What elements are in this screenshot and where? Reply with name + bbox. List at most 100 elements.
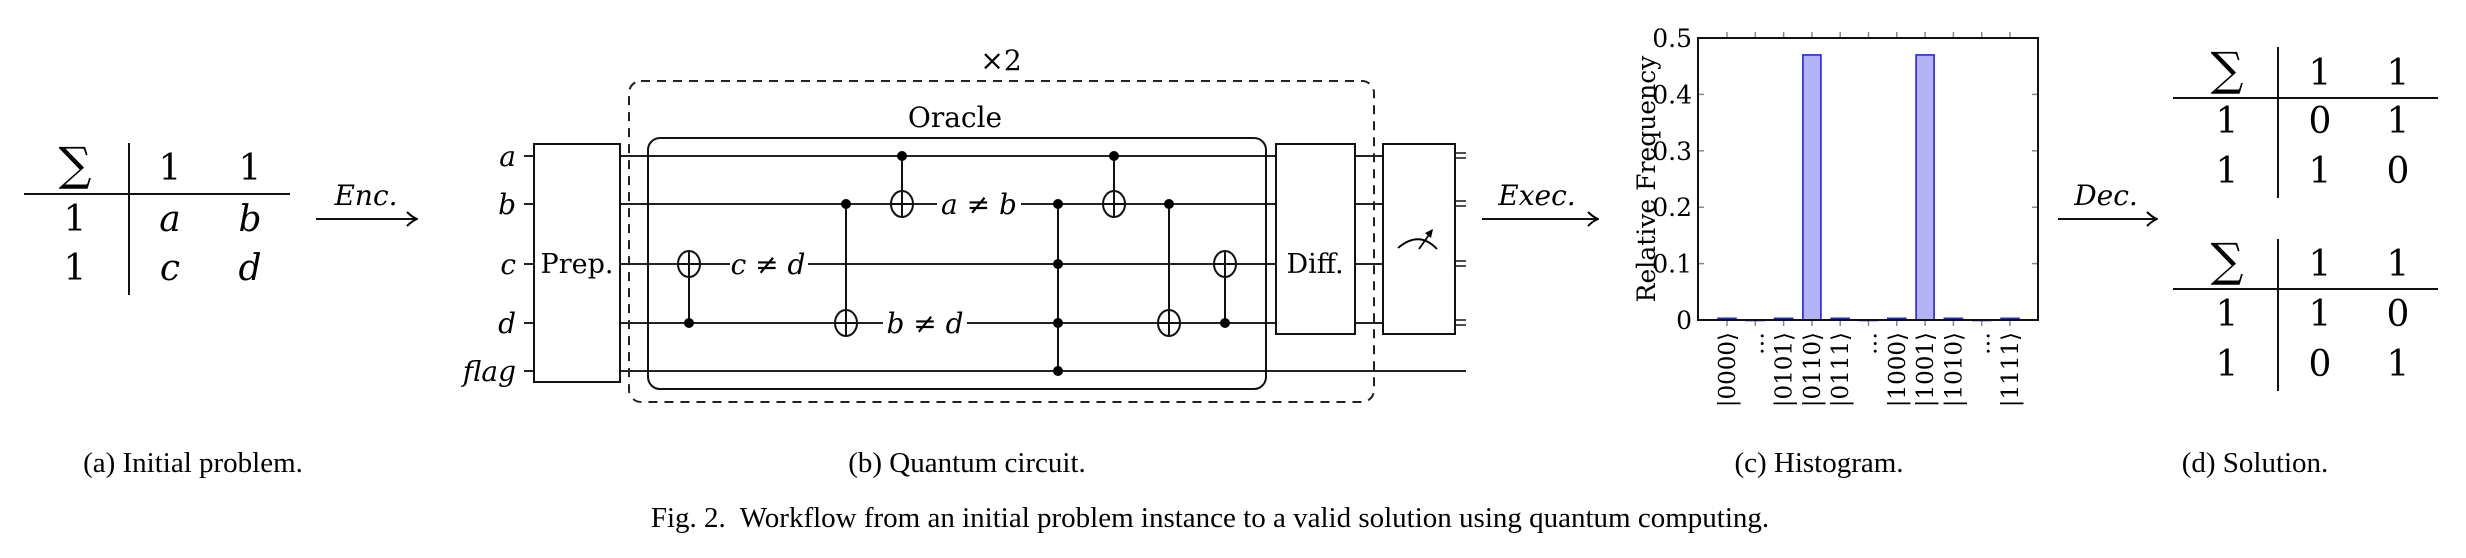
x-tick-label: |0000⟩ [1715, 332, 1741, 407]
cell-a: a [159, 199, 180, 240]
encode-label: Enc. [333, 179, 397, 212]
prep-label: Prep. [541, 249, 614, 280]
classical-outputs [1455, 152, 1466, 326]
annotation-gap [937, 188, 1021, 220]
cell-d: d [238, 248, 261, 289]
cell: 0 [2309, 101, 2332, 142]
oracle-label: Oracle [908, 101, 1002, 134]
control-dot-icon [1053, 259, 1063, 269]
wire-label-flag: flag [461, 355, 516, 388]
y-axis-label: Relative Frequency [1632, 55, 1661, 303]
y-tick-label: 0.1 [1652, 250, 1692, 279]
y-tick-label: 0.5 [1652, 24, 1692, 53]
cnot-gate [1157, 199, 1181, 337]
diffusion-box [1275, 143, 1356, 335]
y-tick-label: 0.2 [1652, 193, 1692, 222]
cnot-gate [1102, 151, 1126, 218]
row-sum-2: 1 [2216, 344, 2239, 385]
annotation-gap [883, 307, 967, 339]
cnot-gate [677, 250, 701, 328]
cell-c: c [160, 248, 180, 289]
y-tick-label: 0.4 [1652, 80, 1692, 109]
y-tick-label: 0 [1676, 306, 1692, 335]
quantum-circuit: ×2 a b c d flag Oracle c ≠ d b ≠ d a ≠ b… [461, 44, 1466, 403]
subcaption-b: (b) Quantum circuit. [848, 447, 1086, 479]
cnot-gate [1213, 250, 1237, 328]
diffusion-label: Diff. [1286, 249, 1343, 280]
wire-label-a: a [499, 140, 516, 173]
cnot-gate [890, 151, 914, 218]
cell: 0 [2387, 294, 2410, 335]
solution-table-1: ∑ 1 1 1 0 1 1 1 0 [2173, 42, 2438, 198]
col-sum-2: 1 [239, 148, 262, 189]
decode-label: Dec. [2073, 179, 2138, 212]
histogram-bar [1915, 54, 1935, 321]
row-sum-1: 1 [64, 199, 87, 240]
row-sum-1: 1 [2216, 101, 2239, 142]
oracle-box [647, 137, 1267, 390]
annotation-b-neq-d: b ≠ d [886, 307, 963, 340]
control-dot-icon [1109, 151, 1119, 161]
control-dot-icon [1053, 199, 1063, 209]
cell: 0 [2309, 344, 2332, 385]
control-dot-icon [841, 199, 851, 209]
target-xor-icon [677, 250, 701, 278]
decode-arrow: Dec. [2058, 179, 2157, 219]
subcaption-c: (c) Histogram. [1734, 447, 1903, 479]
col-sum-2: 1 [2387, 53, 2410, 94]
solution-table-2: ∑ 1 1 1 1 0 1 0 1 [2173, 233, 2438, 391]
wire-label-d: d [498, 307, 516, 340]
cell: 0 [2387, 151, 2410, 192]
multi-controlled-gate [1053, 199, 1063, 376]
sum-symbol: ∑ [2211, 42, 2244, 96]
control-dot-icon [897, 151, 907, 161]
y-tick-label: 0.3 [1652, 137, 1692, 166]
annotation-gap [730, 248, 808, 280]
col-sum-1: 1 [159, 148, 182, 189]
figure-caption: Fig. 2. Workflow from an initial problem… [651, 502, 1769, 534]
repeat-box [628, 80, 1375, 403]
bars [1717, 32, 2020, 326]
x-tick-label: |0111⟩ [1828, 332, 1854, 407]
execute-label: Exec. [1497, 179, 1575, 212]
x-tick-label: … [1970, 332, 1996, 355]
histogram: Relative Frequency 0 0.1 0.2 0.3 0.4 0.5 |000… [1632, 24, 2039, 407]
gates [677, 151, 1237, 376]
histogram-bar [1802, 54, 1822, 321]
col-sum-1: 1 [2309, 53, 2332, 94]
target-xor-icon [890, 190, 914, 218]
row-sum-1: 1 [2216, 294, 2239, 335]
target-xor-icon [1157, 309, 1181, 337]
control-dot-icon [1053, 318, 1063, 328]
cell: 1 [2387, 101, 2410, 142]
control-dot-icon [684, 318, 694, 328]
row-sum-2: 1 [64, 248, 87, 289]
x-tick-label: |1111⟩ [1998, 332, 2024, 407]
y-ticks: 0 0.1 0.2 0.3 0.4 0.5 [1652, 24, 2038, 335]
control-dot-icon [1220, 318, 1230, 328]
subcaption-a: (a) Initial problem. [83, 447, 303, 479]
initial-problem-table: ∑ 1 1 1 a b 1 c d [24, 137, 290, 295]
wire-label-b: b [498, 188, 516, 221]
subcaption-d: (d) Solution. [2182, 447, 2329, 479]
x-tick-label: |1001⟩ [1913, 332, 1939, 407]
prep-box [533, 143, 621, 383]
target-xor-icon [1213, 250, 1237, 278]
target-xor-icon [1102, 190, 1126, 218]
control-dot-icon [1053, 366, 1063, 376]
x-tick-label: … [1743, 332, 1769, 355]
cell-b: b [238, 199, 261, 240]
encode-arrow: Enc. [316, 179, 417, 219]
execute-arrow: Exec. [1482, 179, 1598, 219]
x-tick-label: … [1857, 332, 1883, 355]
x-tick-label: |1010⟩ [1941, 332, 1967, 407]
col-sum-2: 1 [2387, 244, 2410, 285]
x-tick-label: |0110⟩ [1800, 332, 1826, 407]
x-tick-label: |0101⟩ [1772, 332, 1798, 407]
cell: 1 [2309, 294, 2332, 335]
cell: 1 [2387, 344, 2410, 385]
cnot-gate [834, 199, 858, 337]
wire-label-c: c [500, 248, 516, 281]
x-tick-label: |1000⟩ [1885, 332, 1911, 407]
